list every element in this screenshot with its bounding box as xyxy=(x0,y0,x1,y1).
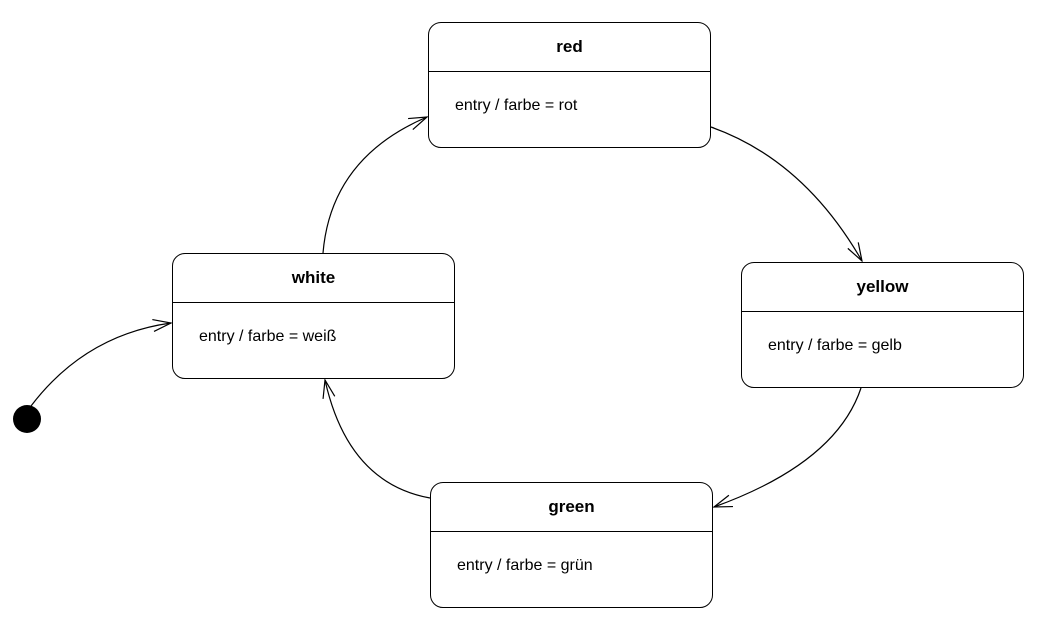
state-red-title: red xyxy=(429,23,710,72)
state-white: white entry / farbe = weiß xyxy=(172,253,455,379)
initial-state-dot xyxy=(13,405,41,433)
state-red-entry-action: entry / farbe = rot xyxy=(455,97,578,114)
state-white-title: white xyxy=(173,254,454,303)
state-red: red entry / farbe = rot xyxy=(428,22,711,148)
state-yellow-entry-action: entry / farbe = gelb xyxy=(768,337,902,354)
transition-red-to-yellow-arrow xyxy=(710,126,862,261)
state-green-title: green xyxy=(431,483,712,532)
state-yellow: yellow entry / farbe = gelb xyxy=(741,262,1024,388)
state-yellow-title: yellow xyxy=(742,263,1023,312)
transition-green-to-white-arrow xyxy=(325,380,431,499)
transition-white-to-red-arrow xyxy=(322,117,427,254)
state-green: green entry / farbe = grün xyxy=(430,482,713,608)
transition-yellow-to-green-arrow xyxy=(714,387,862,507)
state-green-entry-action: entry / farbe = grün xyxy=(457,557,593,574)
transition-initial-to-white-arrow xyxy=(30,323,171,407)
state-white-entry-action: entry / farbe = weiß xyxy=(199,328,337,345)
